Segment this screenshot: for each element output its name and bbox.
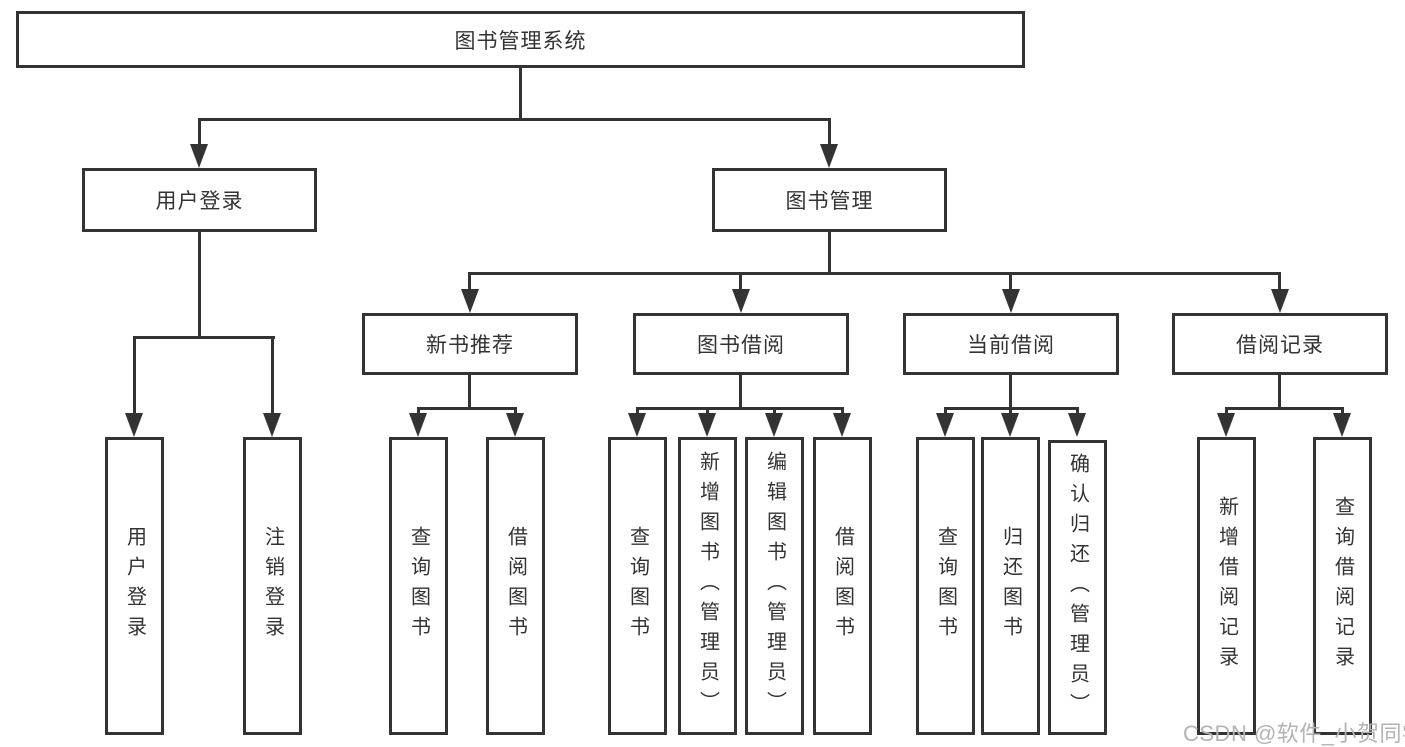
node-book-management: 图书管理 — [712, 168, 947, 232]
arrow-down-icon — [263, 413, 281, 437]
arrow-down-icon — [833, 413, 851, 437]
leaf-add-book-admin: 新增图书（管理员） — [678, 437, 737, 735]
node-label: 注销登录 — [261, 526, 284, 646]
arrow-down-icon — [125, 413, 143, 437]
node-library-management-system: 图书管理系统 — [16, 11, 1025, 68]
connector-drop — [773, 410, 776, 415]
node-label: 借阅图书 — [831, 526, 854, 646]
arrow-down-icon — [190, 144, 208, 168]
node-label: 新增借阅记录 — [1215, 496, 1238, 676]
node-label: 图书借阅 — [697, 334, 785, 357]
node-label: 用户登录 — [155, 190, 244, 213]
node-label: 图书管理系统 — [454, 29, 587, 53]
node-label: 查询图书 — [407, 526, 430, 646]
node-label: 新书推荐 — [426, 334, 514, 357]
node-label: 查询借阅记录 — [1331, 496, 1354, 676]
connector-new-book-rail — [417, 407, 517, 410]
arrow-down-icon — [1001, 413, 1019, 437]
node-label: 确认归还（管理员） — [1066, 452, 1089, 723]
arrow-down-icon — [820, 144, 838, 168]
leaf-logout: 注销登录 — [243, 437, 302, 735]
connector-drop — [636, 410, 639, 415]
node-label: 查询图书 — [626, 526, 649, 646]
arrow-down-icon — [409, 413, 427, 437]
arrow-down-icon — [628, 413, 646, 437]
node-new-book-recommendation: 新书推荐 — [362, 313, 578, 375]
connector-drop — [706, 410, 709, 415]
connector-drop — [944, 410, 947, 415]
connector-drop — [514, 410, 517, 415]
connector-drop — [1341, 410, 1344, 415]
connector-drop-book-borrow — [739, 275, 742, 291]
connector-borrow-records-stem — [1278, 375, 1281, 407]
connector-borrow-records-rail — [1225, 407, 1344, 410]
connector-drop — [1225, 410, 1228, 415]
connector-drop-book-management — [828, 121, 831, 146]
connector-drop-borrow-records — [1278, 275, 1281, 291]
connector-drop-leaf-user-login — [133, 339, 136, 415]
arrow-down-icon — [506, 413, 524, 437]
connector-root-rail — [198, 118, 831, 121]
connector-book-management-rail — [468, 272, 1281, 275]
connector-book-borrow-rail — [636, 407, 844, 410]
node-borrowing-records: 借阅记录 — [1172, 313, 1388, 375]
leaf-user-login: 用户登录 — [105, 437, 164, 735]
connector-drop-leaf-logout — [271, 339, 274, 415]
arrow-down-icon — [1068, 413, 1086, 437]
leaf-query-books-borrow: 查询图书 — [608, 437, 667, 735]
connector-user-login-stem — [198, 232, 201, 336]
arrow-down-icon — [1217, 413, 1235, 437]
csdn-watermark: CSDN @软件_小贺同学 — [1183, 721, 1405, 746]
connector-root-stem — [519, 68, 522, 118]
arrow-down-icon — [936, 413, 954, 437]
leaf-borrow-books-recommend: 借阅图书 — [486, 437, 545, 735]
node-label: 查询图书 — [934, 526, 957, 646]
connector-user-login-rail — [133, 336, 275, 339]
leaf-edit-book-admin: 编辑图书（管理员） — [745, 437, 804, 735]
leaf-borrow-books: 借阅图书 — [813, 437, 872, 735]
connector-drop — [841, 410, 844, 415]
connector-drop — [1009, 410, 1012, 415]
node-label: 借阅图书 — [504, 526, 527, 646]
leaf-query-borrow-record: 查询借阅记录 — [1313, 437, 1372, 735]
arrow-down-icon — [1333, 413, 1351, 437]
connector-drop — [1076, 410, 1079, 415]
leaf-confirm-return-admin: 确认归还（管理员） — [1048, 440, 1107, 735]
leaf-add-borrow-record: 新增借阅记录 — [1197, 437, 1256, 735]
leaf-query-books-current: 查询图书 — [916, 437, 975, 735]
connector-book-borrow-stem — [739, 375, 742, 407]
arrow-down-icon — [698, 413, 716, 437]
connector-drop-new-book — [468, 275, 471, 291]
connector-current-borrow-rail — [944, 407, 1079, 410]
leaf-return-book: 归还图书 — [981, 437, 1040, 735]
connector-current-borrow-stem — [1009, 375, 1012, 407]
node-user-login: 用户登录 — [82, 168, 317, 232]
node-label: 当前借阅 — [967, 334, 1055, 357]
arrow-down-icon — [765, 413, 783, 437]
node-label: 新增图书（管理员） — [696, 451, 719, 721]
connector-new-book-stem — [468, 375, 471, 407]
node-current-borrowing: 当前借阅 — [903, 313, 1119, 375]
connector-drop-current-borrow — [1009, 275, 1012, 291]
connector-drop — [417, 410, 420, 415]
leaf-query-books-recommend: 查询图书 — [389, 437, 448, 735]
arrow-down-icon — [1002, 289, 1020, 313]
connector-book-management-stem — [828, 232, 831, 272]
arrow-down-icon — [461, 289, 479, 313]
node-label: 归还图书 — [999, 526, 1022, 646]
arrow-down-icon — [732, 289, 750, 313]
node-label: 借阅记录 — [1236, 334, 1324, 357]
arrow-down-icon — [1271, 289, 1289, 313]
connector-drop-user-login — [198, 121, 201, 146]
node-label: 图书管理 — [785, 190, 874, 213]
node-label: 用户登录 — [123, 526, 146, 646]
node-book-borrowing: 图书借阅 — [633, 313, 849, 375]
node-label: 编辑图书（管理员） — [763, 451, 786, 721]
